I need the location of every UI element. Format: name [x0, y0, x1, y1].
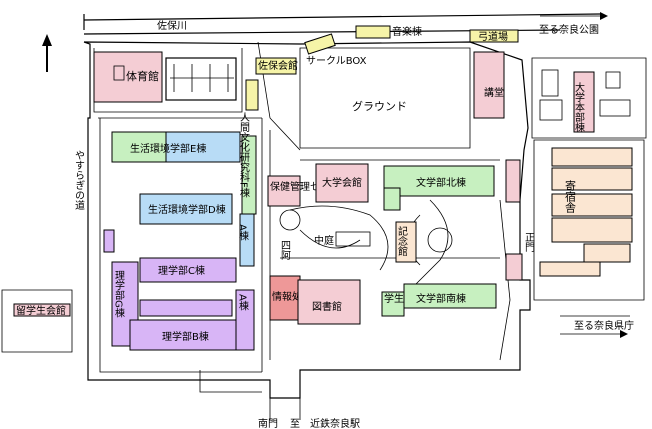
seikatsu-e-building-right — [165, 131, 241, 163]
seikatsu-d-label: 生活環境学部D棟 — [148, 203, 226, 216]
seimon-label: 正門 — [523, 232, 535, 253]
rigaku-c-label: 理学部C棟 — [158, 264, 205, 277]
gym-building — [93, 51, 163, 103]
sahogawa-river: 佐保川 — [83, 13, 601, 35]
tosho-building — [297, 279, 361, 325]
univ-hq-label: 大学本部棟 — [573, 81, 585, 133]
bungaku-south-label: 文学部南棟 — [416, 292, 466, 305]
kyudojo-building — [469, 29, 519, 43]
music-building — [355, 25, 391, 39]
univ-hq-building — [573, 71, 595, 133]
joho-building — [269, 275, 301, 321]
rigaku-c-building — [139, 257, 237, 283]
rigaku-g-label: 理学部G棟 — [113, 270, 125, 319]
to-kintetsu-label: 至 近鉄奈良駅 — [290, 417, 360, 429]
a-building-top — [239, 213, 255, 267]
circle-box-label: サークルBOX — [306, 55, 367, 67]
ningen-bunka-label: 人間文化研究科F棟 — [238, 112, 250, 199]
nanmon-label: 南門 — [258, 417, 278, 429]
ground-label: グラウンド — [352, 99, 407, 113]
saho-hall-label: 佐保会館 — [258, 59, 298, 72]
bungaku-north-label: 文学部北棟 — [416, 176, 466, 189]
ryugakusei-building — [13, 303, 71, 317]
yasuragi-label: やすらぎの道 — [73, 150, 85, 210]
gym-label: 体育館 — [126, 69, 159, 83]
bungaku-south-building — [403, 283, 497, 309]
to-nara-pref-arrow: 至る奈良県庁 — [560, 315, 634, 338]
ryugakusei-label: 留学生会館 — [16, 304, 66, 317]
roundabout — [427, 227, 453, 253]
to-nara-pref-label: 至る奈良県庁 — [574, 319, 634, 332]
kinenkan-building — [395, 221, 417, 263]
kyudojo-label: 弓道場 — [478, 30, 508, 43]
seikatsu-e-label: 生活環境学部E棟 — [130, 142, 206, 155]
north-arrow-icon — [42, 34, 52, 72]
kodo-label: 講堂 — [484, 86, 504, 99]
music-label: 音楽棟 — [392, 25, 422, 38]
a-building-bottom — [235, 289, 255, 351]
yosha-label: 寄宿舎 — [564, 179, 577, 214]
bungaku-north-building — [383, 165, 495, 197]
univ-hq-block: 大学本部棟 — [531, 57, 647, 139]
shizume-label: 四阿 — [279, 240, 291, 261]
hoken-building — [267, 175, 301, 207]
daigaku-kaikan-building — [315, 163, 369, 203]
ryugakusei-block: 留学生会館 — [1, 289, 73, 353]
rigaku-complex: 理学部C棟 理学部G棟 理学部B棟 A棟 — [103, 229, 255, 351]
to-nara-park-label: 至る奈良公園 — [539, 23, 599, 36]
gym-block: 体育館 — [93, 51, 259, 111]
saho-hall-building — [255, 57, 297, 75]
rigaku-b-label: 理学部B棟 — [162, 330, 209, 343]
tosho-label: 図書館 — [312, 300, 342, 313]
kodo-building — [473, 51, 505, 119]
dormitory-block: 寄宿舎 — [533, 139, 645, 301]
a-bottom-label: A棟 — [237, 294, 249, 312]
sahogawa-label: 佐保川 — [157, 19, 187, 32]
shizume-circle — [279, 209, 301, 231]
daigaku-kaikan-label: 大学会館 — [322, 176, 362, 189]
nakaniwa-label: 中庭 — [314, 234, 334, 247]
seikatsu-e-building-left — [111, 131, 169, 163]
tennis-courts — [165, 57, 237, 101]
rigaku-b-building — [129, 319, 241, 351]
seikatsu-d-building — [139, 193, 233, 225]
nakaniwa-area — [335, 231, 371, 247]
kinenkan-label: 記念館 — [396, 225, 408, 257]
a-top-label: A棟 — [237, 224, 249, 242]
to-nara-park-arrow: 至る奈良公園 — [539, 12, 608, 36]
